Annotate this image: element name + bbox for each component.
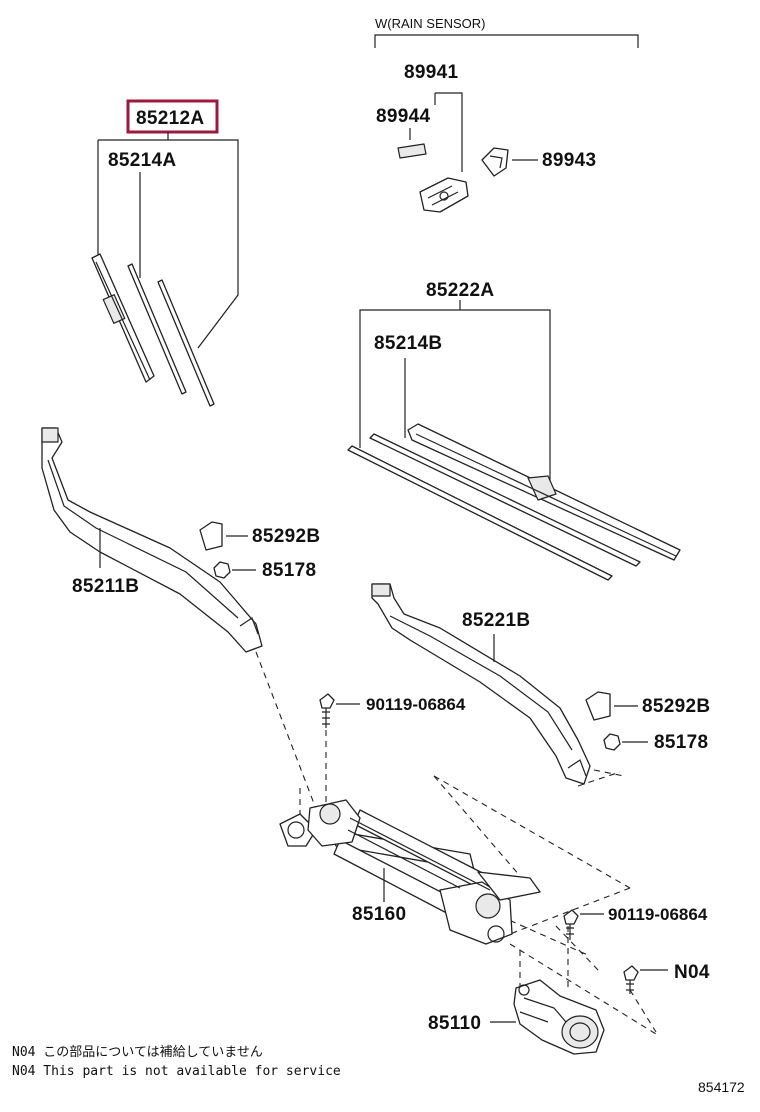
rain-sensor-note: W(RAIN SENSOR) <box>375 16 486 31</box>
wiper-motor <box>513 979 605 1055</box>
bolt-90119-top <box>319 693 335 728</box>
wiper-rubber-right <box>347 445 613 581</box>
arm-cap-right <box>585 691 611 721</box>
label-N04[interactable]: N04 <box>674 962 710 983</box>
label-85292B-right[interactable]: 85292B <box>642 696 710 717</box>
wiper-arm-right <box>371 583 591 785</box>
label-85292B-left[interactable]: 85292B <box>252 526 320 547</box>
leader-89941 <box>435 92 463 172</box>
arm-nut-right <box>603 733 621 751</box>
label-85160[interactable]: 85160 <box>352 904 406 925</box>
wiper-rubber-left <box>157 279 215 407</box>
label-90119-top[interactable]: 90119-06864 <box>366 695 466 714</box>
label-85214A[interactable]: 85214A <box>108 150 176 171</box>
label-89941[interactable]: 89941 <box>404 62 458 83</box>
bracket-85222A <box>359 309 551 488</box>
arm-nut-left <box>213 561 231 579</box>
bolt-90119-bottom <box>563 909 579 940</box>
label-85212A[interactable]: 85212A <box>136 108 204 129</box>
label-89943[interactable]: 89943 <box>542 150 596 171</box>
label-90119-bottom[interactable]: 90119-06864 <box>608 905 708 924</box>
wiper-blade-right <box>407 423 681 561</box>
label-85178-right[interactable]: 85178 <box>654 732 708 753</box>
rain-sensor-bracket <box>374 34 639 48</box>
rain-sensor-cover <box>481 147 509 177</box>
note-japanese: N04 この部品については補給していません <box>12 1045 263 1060</box>
label-85178-left[interactable]: 85178 <box>262 560 316 581</box>
wiper-arm-left <box>41 427 263 653</box>
rain-sensor-body <box>419 177 469 213</box>
label-85222A[interactable]: 85222A <box>426 280 494 301</box>
note-english: N04 This part is not available for servi… <box>12 1064 341 1079</box>
label-85221B[interactable]: 85221B <box>462 610 530 631</box>
label-85211B[interactable]: 85211B <box>72 576 139 597</box>
rain-sensor-pad <box>397 143 427 159</box>
figure-number: 854172 <box>698 1079 745 1095</box>
wiper-refill-left <box>127 263 187 395</box>
wiper-blade-left <box>91 253 155 383</box>
label-85110[interactable]: 85110 <box>428 1013 481 1034</box>
bolt-N04 <box>623 965 639 994</box>
highlight-box-85212A <box>126 99 219 134</box>
arm-cap-left <box>199 521 223 551</box>
wiper-refill-right <box>369 433 641 567</box>
wiper-linkage <box>279 799 541 945</box>
label-85214B[interactable]: 85214B <box>374 333 442 354</box>
label-89944[interactable]: 89944 <box>376 106 430 127</box>
